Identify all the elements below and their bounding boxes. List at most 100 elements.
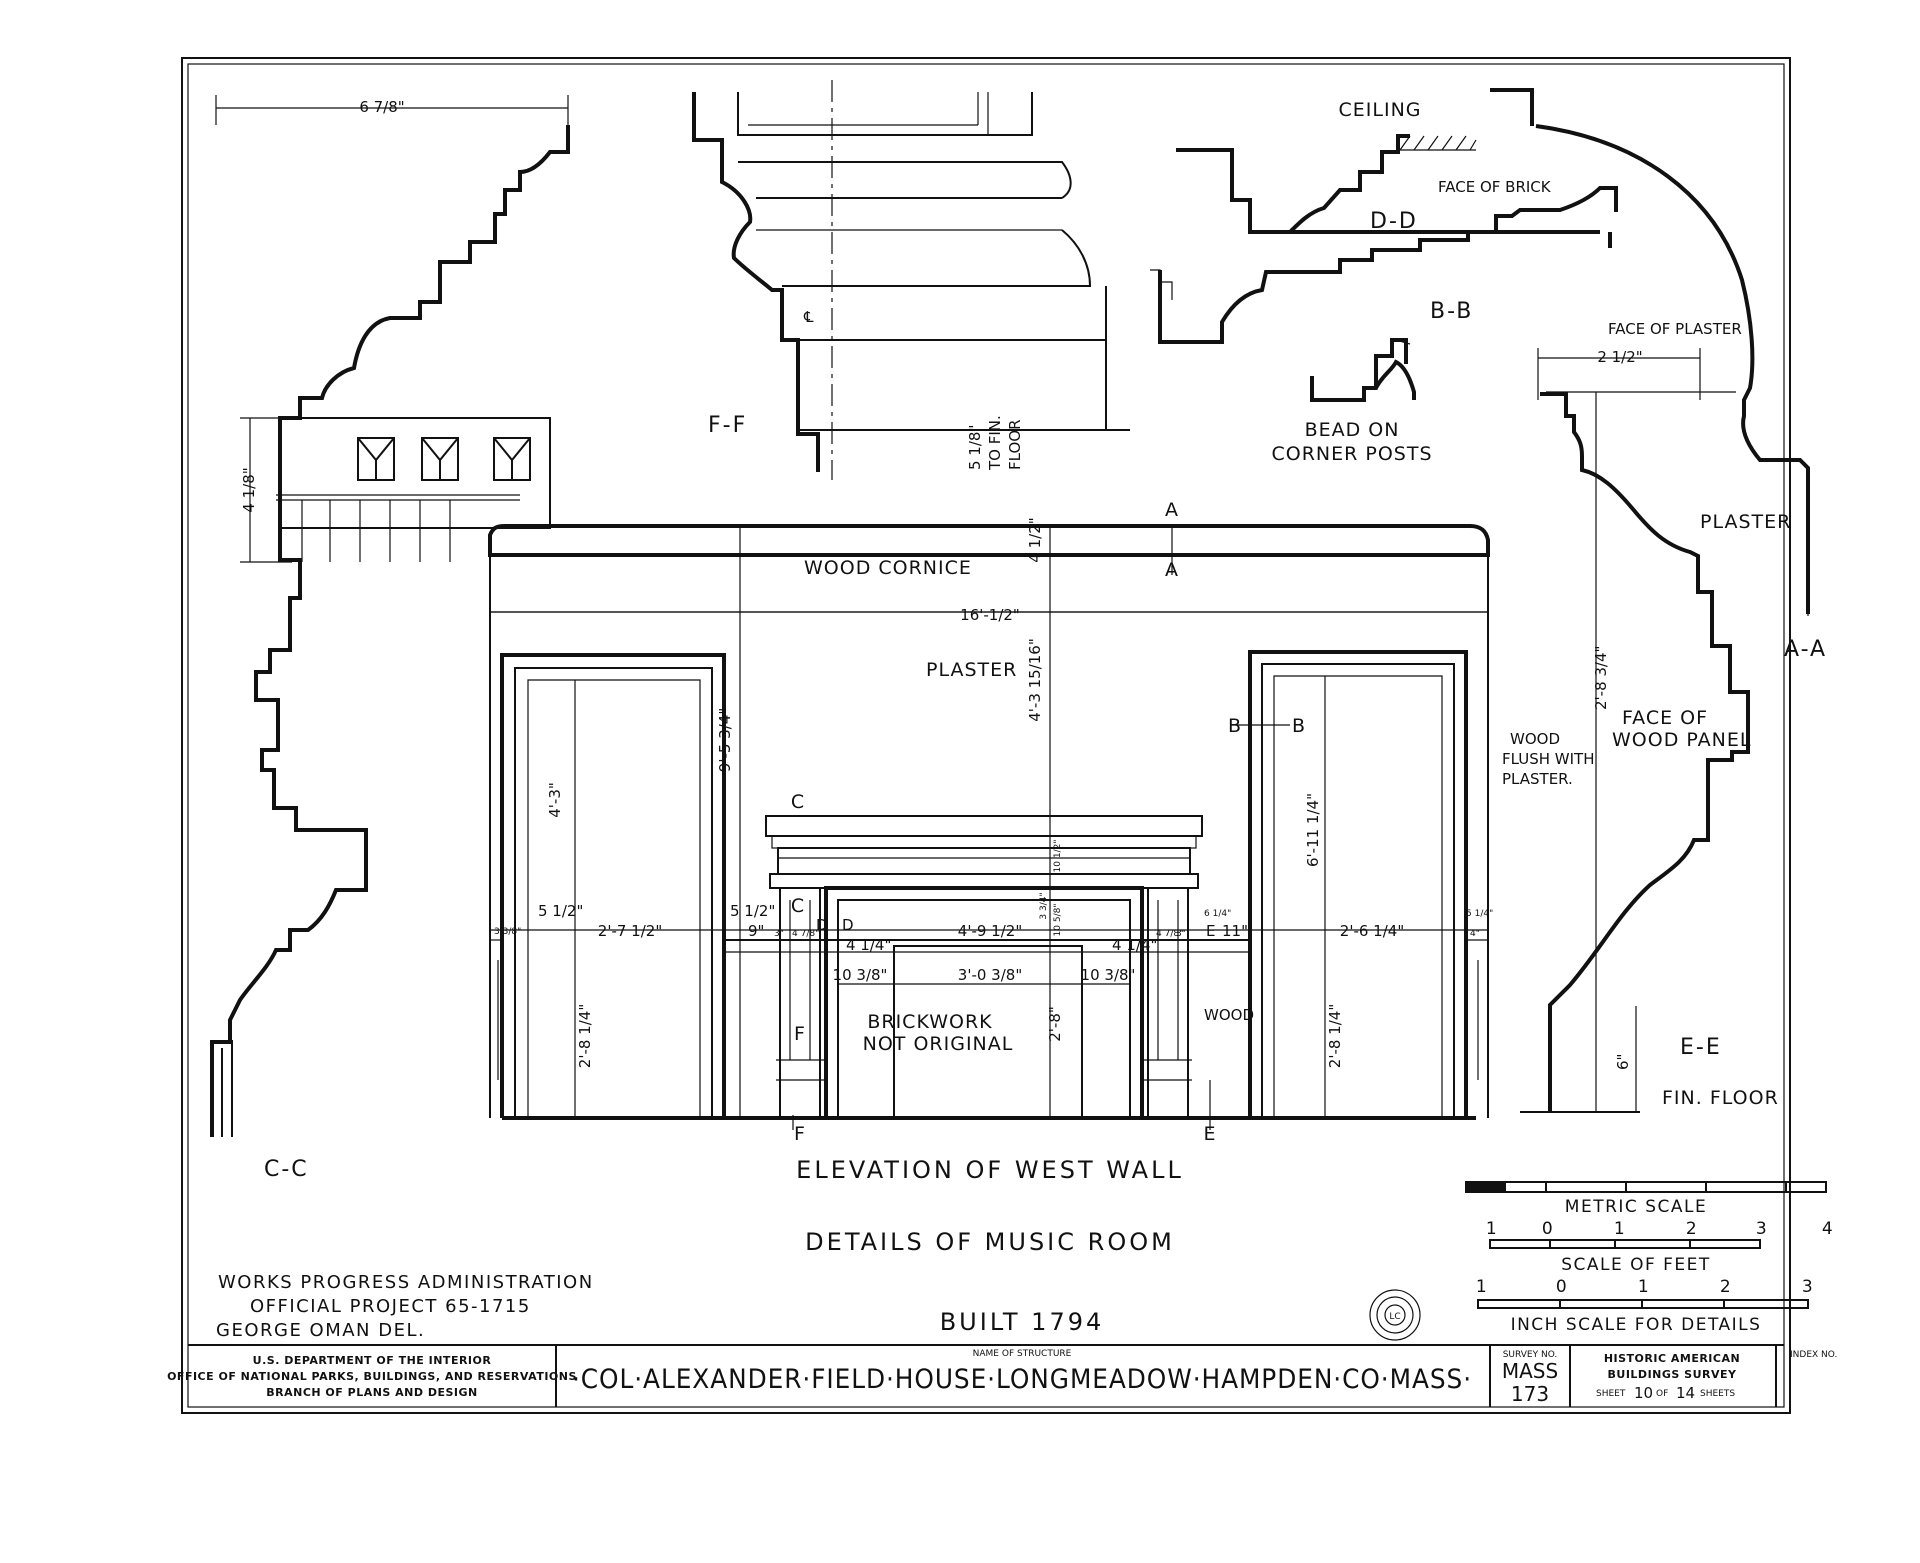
dim-cornice-height: 4 1/2" [1026,517,1044,562]
label-plaster-right: PLASTER [1700,511,1791,533]
dim-ff-bottom: 5 1/8" [966,425,984,470]
library-stamp [1369,1289,1421,1341]
dim-right-door-width: 2'-6 1/4" [1340,922,1404,940]
marker-a-top: A [1165,499,1179,521]
dim-dado-height: 2'-8 1/4" [576,1004,594,1068]
dim-overall-width: 16'-1/2" [960,606,1020,624]
metric-tick-5: 4 [1822,1219,1834,1239]
marker-d-left: D [816,916,828,934]
feet-tick-1: 0 [1556,1277,1568,1297]
metric-tick-0: 1 [1486,1219,1498,1239]
section-ff-label: F-F [708,413,747,438]
section-aa-label: A-A [1784,637,1827,662]
dim-dado-height-right: 2'-8 1/4" [1326,1004,1344,1068]
dept-line-1: U.S. DEPARTMENT OF THE INTERIOR [253,1354,492,1367]
dim-opening-width: 4'-9 1/2" [958,922,1022,940]
sheet-border [181,57,1791,1414]
heading-elevation: ELEVATION OF WEST WALL [796,1156,1184,1184]
dim-ee-height: 6" [1614,1054,1632,1070]
label-wood-flush-3: PLASTER. [1502,770,1573,788]
label-wood-cornice: WOOD CORNICE [804,557,972,579]
sheets-word: SHEETS [1700,1389,1735,1399]
section-ee-label: E-E [1680,1035,1722,1060]
inch-scale-label: INCH SCALE FOR DETAILS [1511,1315,1762,1335]
dim-aa-top: 2 1/2" [1597,348,1642,366]
marker-a-bottom: A [1165,559,1179,581]
label-face-of-2: WOOD PANEL [1612,729,1751,751]
dim-3a: 3" [774,929,784,939]
dim-11: 11" [1222,922,1248,940]
dim-5-1-4: 5 1/4" [1466,909,1493,919]
label-bead-2: CORNER POSTS [1271,443,1432,465]
label-brickwork-2: NOT ORIGINAL [863,1033,1014,1055]
section-ee-drawing [1520,348,1750,1113]
heading-details: DETAILS OF MUSIC ROOM [805,1228,1175,1256]
dim-mantel-2: 10 1/2" [1053,840,1063,873]
marker-f-bottom: F [794,1123,806,1145]
credit-line-3: GEORGE OMAN DEL. [216,1320,425,1341]
label-plaster-wall: PLASTER [926,659,1017,681]
metric-tick-2: 1 [1614,1219,1626,1239]
section-dd-drawing [1176,88,1612,248]
label-to-fin-floor-2: FLOOR [1006,420,1024,471]
section-ff-drawing [692,80,1130,480]
label-face-of-brick: FACE OF BRICK [1438,178,1552,196]
bead-drawing [1310,338,1416,402]
feet-tick-2: 1 [1638,1277,1650,1297]
label-wood: WOOD [1204,1006,1254,1024]
label-wood-flush-1: WOOD [1510,730,1560,748]
marker-e-bottom: E [1203,1123,1216,1145]
dim-9: 9" [748,922,764,940]
habs-line-2: BUILDINGS SURVEY [1608,1368,1737,1381]
dim-5-half: 5 1/2" [730,902,775,920]
marker-c-lower: C [791,895,805,917]
dim-6-1-4: 6 1/4" [1204,909,1231,919]
marker-f-mid: F [794,1023,806,1045]
dim-4-7-8a: 4 7/8" [792,929,819,939]
label-brickwork-1: BRICKWORK [867,1011,992,1033]
metric-scale-bar [1465,1181,1827,1193]
title-block [555,1345,1777,1407]
centerline-ff: ℄ [803,308,814,326]
sheet-number: 10 [1634,1384,1653,1402]
west-wall-elevation [488,524,1490,1130]
dim-mantel-3: 3 3/4" [1039,892,1049,919]
dim-4-1-4b: 4 1/4" [1112,936,1157,954]
dept-line-2: OFFICE OF NATIONAL PARKS, BUILDINGS, AND… [167,1370,577,1383]
section-aa-drawing [1535,124,1810,616]
habs-line-1: HISTORIC AMERICAN [1604,1352,1740,1365]
survey-state: MASS [1502,1359,1558,1383]
dim-aa-height: 2'-8 3/4" [1592,646,1610,710]
dim-brick-side-b: 10 3/8" [1081,966,1136,984]
name-of-structure-label: NAME OF STRUCTURE [973,1349,1072,1359]
label-bead-1: BEAD ON [1305,419,1400,441]
label-fin-floor: FIN. FLOOR [1662,1087,1779,1109]
dim-left-door-width: 2'-7 1/2" [598,922,662,940]
dim-brick-width: 3'-0 3/8" [958,966,1022,984]
sheet-total: 14 [1676,1384,1695,1402]
label-face-of-1: FACE OF [1622,707,1708,729]
dim-mantel-1: 10 5/8" [1053,904,1063,937]
dim-wall-height: 9'-5 3/4" [716,708,734,772]
credit-line-2: OFFICIAL PROJECT 65-1715 [250,1296,531,1317]
survey-no-label: SURVEY NO. [1503,1350,1558,1360]
feet-scale-label: SCALE OF FEET [1561,1255,1711,1275]
inch-scale-bar [1477,1299,1809,1309]
dim-opening-height: 2'-8" [1046,1006,1064,1042]
marker-b-left: B [1228,715,1242,737]
section-bb-drawing [1150,186,1618,344]
marker-e-mid: E [1206,922,1215,940]
survey-number: 173 [1511,1382,1549,1406]
dim-right-end: 4" [1470,929,1480,939]
label-ceiling: CEILING [1339,99,1422,121]
index-no-label: INDEX NO. [1790,1350,1837,1360]
label-face-of-plaster: FACE OF PLASTER [1608,320,1742,338]
dim-plaster-height: 4'-3 15/16" [1026,638,1044,722]
dim-4-7-8b: 4 7/8" [1156,929,1183,939]
dim-cc-side: 4 1/8" [240,467,258,512]
library-stamp-text: LC [1389,1312,1400,1322]
dim-brick-side-a: 10 3/8" [833,966,888,984]
dim-4-1-4a: 4 1/4" [846,936,891,954]
dim-right-door-height: 6'-11 1/4" [1304,793,1322,867]
dim-left-2: 5 1/2" [538,902,583,920]
